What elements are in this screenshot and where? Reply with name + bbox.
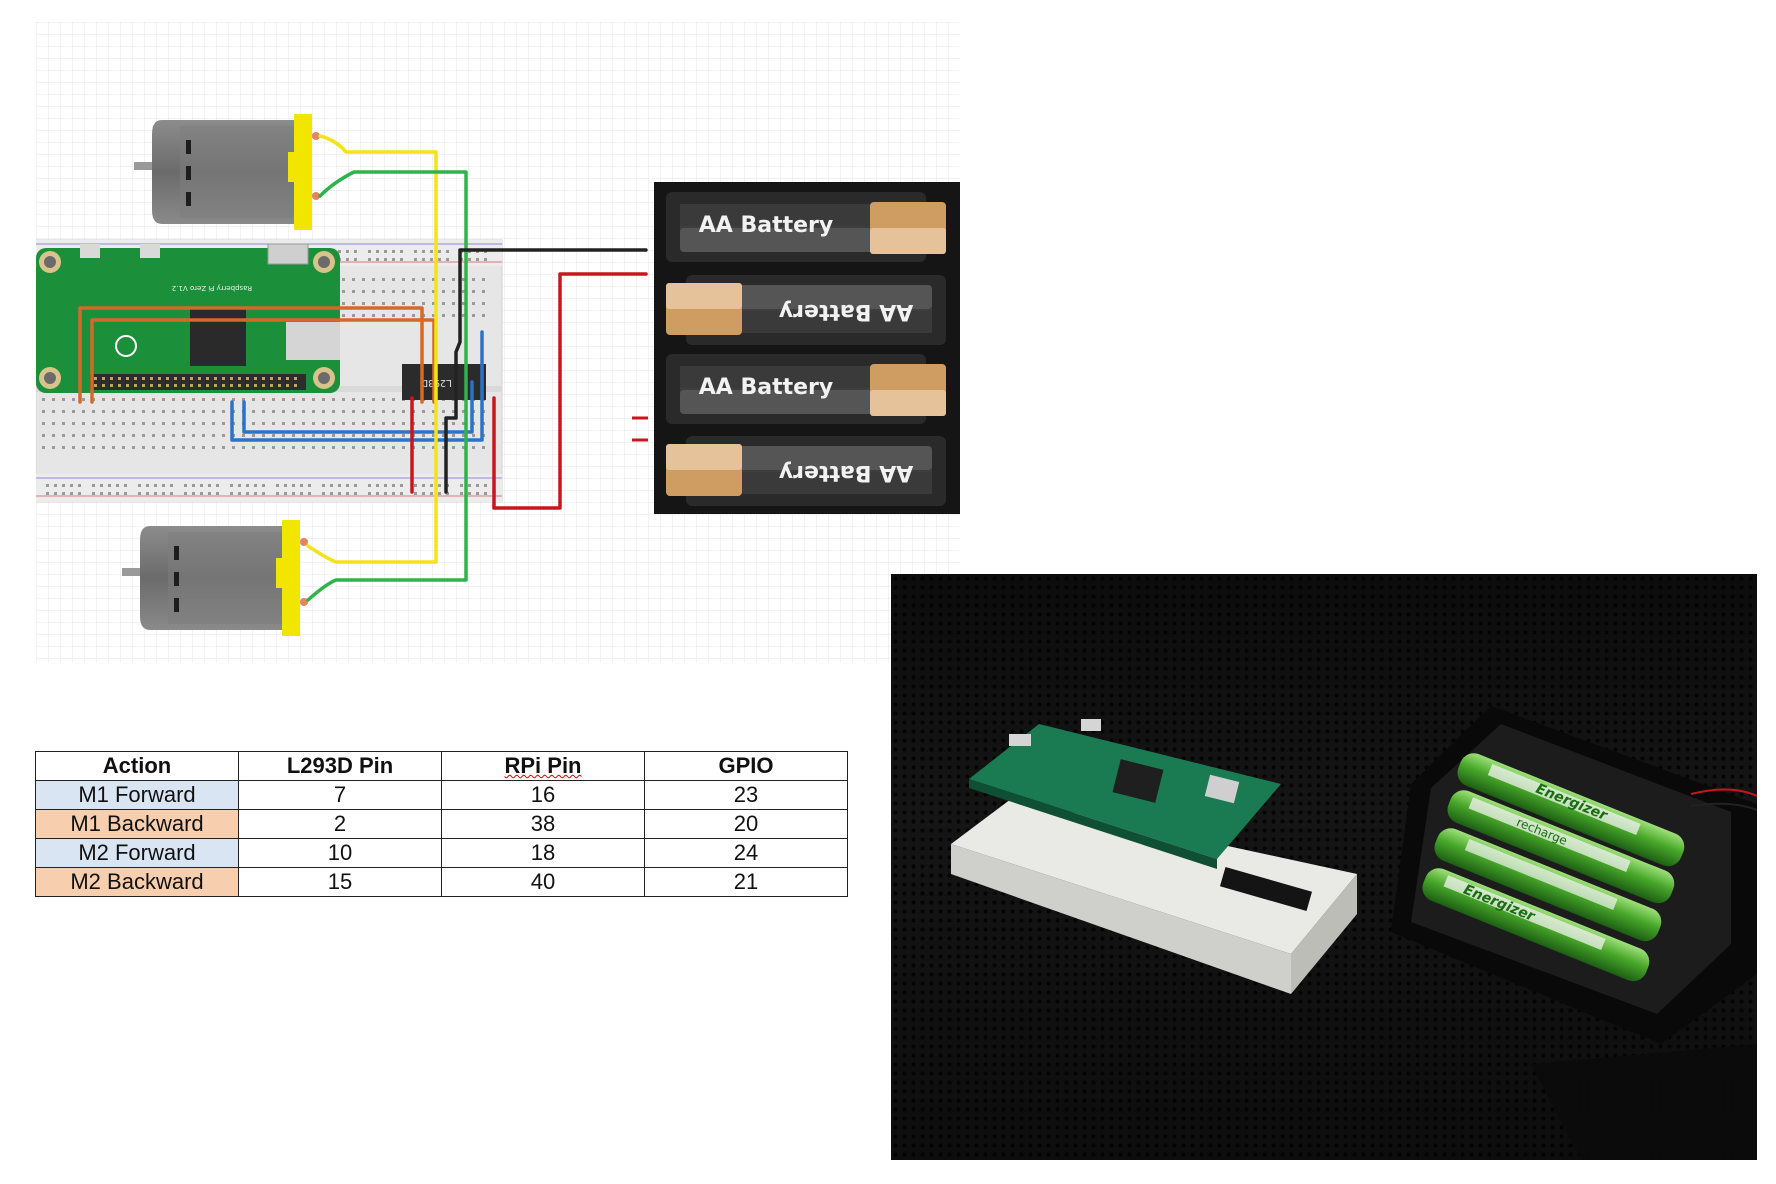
wire-orange-2 (90, 318, 436, 404)
battery-label-3: AA Battery (699, 375, 833, 400)
wire-red-2 (492, 272, 648, 510)
wire-green (306, 170, 468, 602)
motor-2 (122, 520, 308, 636)
header-rpi-pin: RPi Pin (441, 751, 645, 781)
table-row: M2 Forward 10 18 24 (35, 838, 848, 868)
photo-l293d-chip (1219, 866, 1313, 912)
wire-yellow (306, 134, 438, 564)
table-row: M2 Backward 15 40 21 (35, 867, 848, 897)
wire-blue-1 (230, 330, 484, 442)
header-action: Action (35, 751, 239, 781)
cell-gpio: 23 (644, 780, 848, 810)
battery-label-1: AA Battery (699, 213, 833, 238)
cell-action: M1 Backward (35, 809, 239, 839)
cell-gpio: 21 (644, 867, 848, 897)
cell-gpio: 24 (644, 838, 848, 868)
hardware-photo: Energizer recharge Energizer (891, 574, 1757, 1160)
wire-black (444, 248, 648, 494)
cell-action: M2 Backward (35, 867, 239, 897)
table-row: M1 Backward 2 38 20 (35, 809, 848, 839)
cell-rpi-pin: 38 (441, 809, 645, 839)
cell-l293d-pin: 2 (238, 809, 442, 839)
cell-rpi-pin: 18 (441, 838, 645, 868)
cell-l293d-pin: 7 (238, 780, 442, 810)
cell-gpio: 20 (644, 809, 848, 839)
header-rpi-pin-text: RPi Pin (504, 753, 582, 778)
wire-orange-1 (78, 306, 424, 404)
cell-action: M2 Forward (35, 838, 239, 868)
table-row: M1 Forward 7 16 23 (35, 780, 848, 810)
battery-pack: AA Battery AA Battery AA Battery AA Batt… (632, 182, 960, 514)
motor-1 (134, 114, 320, 230)
photo-pi-zero (969, 719, 1281, 869)
cell-rpi-pin: 16 (441, 780, 645, 810)
table-header-row: Action L293D Pin RPi Pin GPIO (35, 751, 848, 781)
header-gpio: GPIO (644, 751, 848, 781)
wire-blue-2 (242, 380, 474, 434)
pi-board-label: Raspberry Pi Zero V1.2 (172, 284, 252, 292)
wiring-diagram: Raspberry Pi Zero V1.2 L293D (36, 22, 960, 662)
photo-battery-holder: Energizer recharge Energizer (1391, 706, 1757, 1044)
pin-mapping-table: Action L293D Pin RPi Pin GPIO M1 Forward… (35, 751, 848, 897)
battery-label-4: AA Battery (779, 460, 913, 485)
cell-l293d-pin: 15 (238, 867, 442, 897)
cell-action: M1 Forward (35, 780, 239, 810)
wires (78, 134, 648, 602)
cell-rpi-pin: 40 (441, 867, 645, 897)
cell-l293d-pin: 10 (238, 838, 442, 868)
battery-label-2: AA Battery (779, 299, 913, 324)
header-l293d-pin: L293D Pin (238, 751, 442, 781)
photo-breadboard (951, 799, 1357, 994)
